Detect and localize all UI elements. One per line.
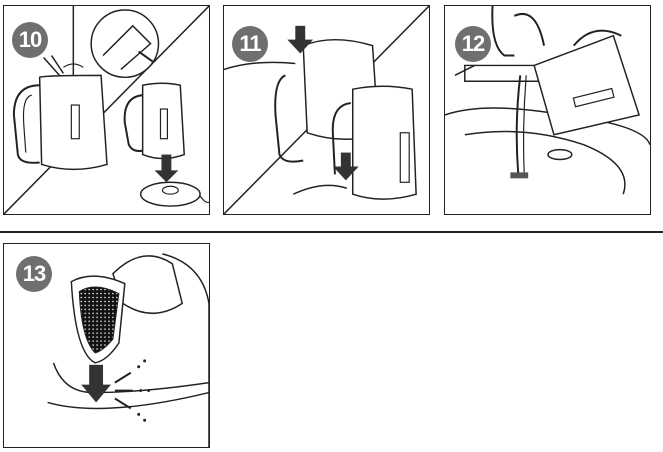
step-number-badge: 11: [232, 26, 268, 62]
section-divider: [0, 231, 663, 233]
step-10-panel: 10: [3, 5, 210, 215]
step-12-panel: 12: [444, 5, 651, 215]
step-number-badge: 13: [16, 256, 52, 292]
step-number-badge: 10: [12, 22, 48, 58]
step-13-panel: 13: [3, 243, 210, 448]
step-number-badge: 12: [455, 26, 491, 62]
step-11-panel: 11: [223, 5, 430, 215]
